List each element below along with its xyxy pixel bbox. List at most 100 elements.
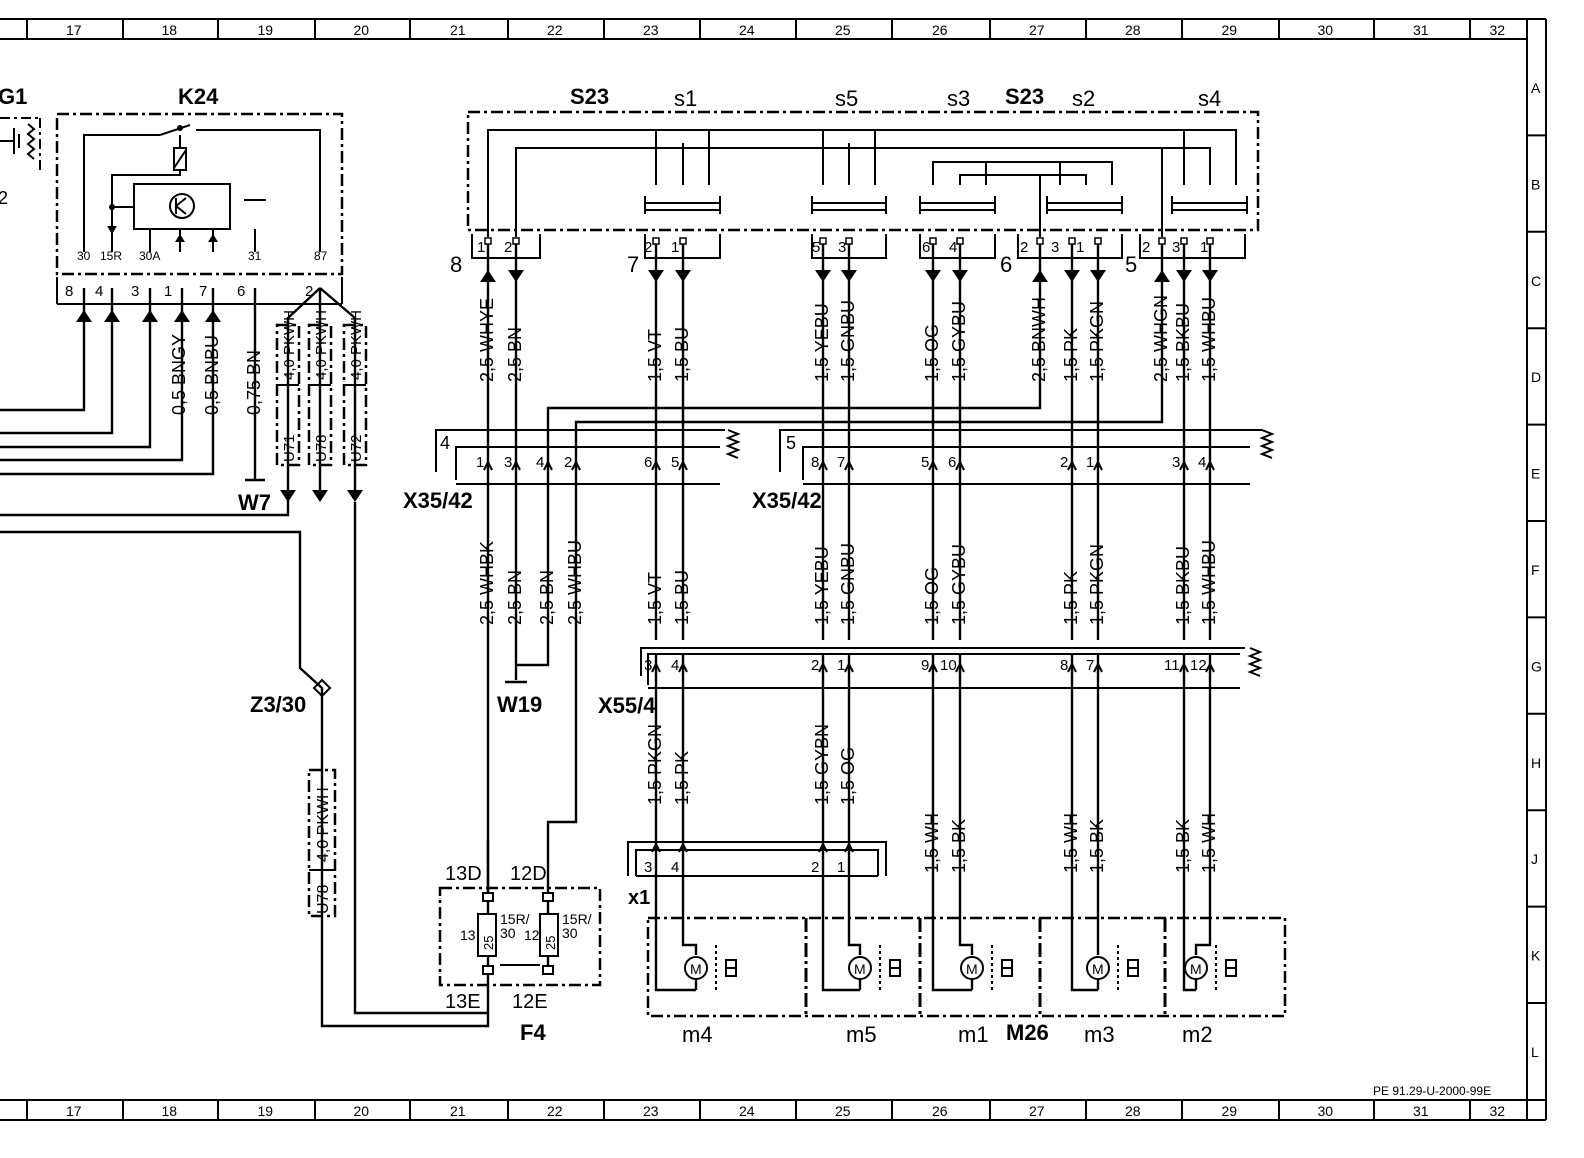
switch-s3: s3 bbox=[947, 86, 970, 111]
shield-u71-wire: 4,0 PKWH bbox=[281, 310, 298, 380]
column-number-20: 20 bbox=[354, 22, 370, 38]
x3542-pin-8: 8 bbox=[811, 454, 819, 471]
x1-pin-4: 4 bbox=[671, 859, 679, 876]
s23-pin-1: 1 bbox=[477, 239, 485, 256]
k24-box bbox=[55, 112, 344, 276]
switch-s1: s1 bbox=[674, 86, 697, 111]
column-number-26-bottom: 26 bbox=[932, 1103, 948, 1119]
column-number-32: 32 bbox=[1490, 22, 1506, 38]
wire-upper-7: 1,5 GYBU bbox=[949, 301, 969, 382]
s23-group-8: 8 bbox=[450, 252, 462, 277]
s23-internal-bus bbox=[487, 129, 1237, 237]
switch-s5: s5 bbox=[835, 86, 858, 111]
row-letter-D: D bbox=[1531, 369, 1541, 385]
wire-upper-5: 1,5 GNBU bbox=[838, 300, 858, 382]
x1-label: x1 bbox=[628, 887, 650, 909]
x3542-a-label: X35/42 bbox=[403, 488, 473, 513]
column-number-30: 30 bbox=[1318, 22, 1334, 38]
column-number-29: 29 bbox=[1222, 22, 1238, 38]
wire-middle-5: 1,5 BU bbox=[672, 570, 692, 625]
m26-label: M26 bbox=[1006, 1020, 1049, 1045]
column-number-18-bottom: 18 bbox=[162, 1103, 178, 1119]
wire-upper-3: 1,5 BU bbox=[672, 327, 692, 382]
fuse-term-30-a: 30 bbox=[500, 925, 516, 941]
wire-upper-10: 1,5 PKGN bbox=[1087, 301, 1107, 382]
w19-label: W19 bbox=[497, 692, 542, 717]
wire-upper-0: 2,5 WHYE bbox=[477, 298, 497, 382]
k24-wire-bn: 0,75 BN bbox=[244, 350, 264, 415]
shielded-wires bbox=[275, 323, 368, 467]
column-number-17: 17 bbox=[66, 22, 82, 38]
wire-upper-12: 1,5 BKBU bbox=[1173, 303, 1193, 382]
column-number-19-bottom: 19 bbox=[258, 1103, 274, 1119]
z330-shield bbox=[307, 768, 337, 918]
fuse-rating-13: 25 bbox=[481, 936, 496, 950]
x554-pin-10: 10 bbox=[940, 657, 957, 674]
s23-pin-3: 3 bbox=[1051, 239, 1059, 256]
fuse-side-13: 13 bbox=[460, 927, 476, 943]
wire-middle-11: 1,5 PKGN bbox=[1087, 544, 1107, 625]
column-ticks: 1717181819192020212122222323242425252626… bbox=[26, 19, 1528, 1120]
row-letter-C: C bbox=[1531, 273, 1541, 289]
wire-upper-8: 2,5 BNWH bbox=[1029, 297, 1049, 382]
k24-wire-bnbu: 0,5 BNBU bbox=[202, 335, 222, 415]
x554-pin-8: 8 bbox=[1060, 657, 1068, 674]
x3542-connector-a bbox=[435, 429, 741, 485]
x554-connector bbox=[640, 647, 1263, 689]
wire-lower-0: 1,5 PKGN bbox=[645, 724, 665, 805]
s23-box bbox=[466, 110, 1260, 232]
row-letter-F: F bbox=[1531, 562, 1540, 578]
motor-m2: m2 bbox=[1182, 1022, 1213, 1047]
motor-m-symbol: M bbox=[1190, 961, 1202, 977]
motor-m-symbol: M bbox=[966, 961, 978, 977]
x1-pin-3: 3 bbox=[644, 859, 652, 876]
s23-pin-1: 1 bbox=[1200, 239, 1208, 256]
k24-pin-2: 2 bbox=[305, 283, 313, 300]
wire-upper-13: 1,5 WHBU bbox=[1199, 297, 1219, 382]
x3542-pin-1: 1 bbox=[1086, 454, 1094, 471]
column-number-28: 28 bbox=[1125, 22, 1141, 38]
x554-pin-2: 2 bbox=[811, 657, 819, 674]
fuse-13e: 13E bbox=[445, 991, 481, 1013]
s23-pin-2: 2 bbox=[1142, 239, 1150, 256]
x3542-pin-7: 7 bbox=[837, 454, 845, 471]
row-letter-A: A bbox=[1531, 80, 1541, 96]
s23-pin-3: 3 bbox=[1172, 239, 1180, 256]
k24-internals bbox=[83, 124, 321, 252]
wire-lower-9: 1,5 WH bbox=[1199, 813, 1219, 873]
fuse-feed-wires bbox=[486, 540, 578, 893]
shield-u78: U78 bbox=[313, 434, 330, 462]
z330-connector bbox=[312, 678, 332, 698]
x3542-pin-5: 5 bbox=[921, 454, 929, 471]
w7-label: W7 bbox=[238, 490, 271, 515]
shield-u72-wire: 4,0 PKWH bbox=[348, 310, 365, 380]
column-number-31-bottom: 31 bbox=[1413, 1103, 1429, 1119]
column-number-22: 22 bbox=[547, 22, 563, 38]
row-letter-E: E bbox=[1531, 466, 1540, 482]
column-number-21-bottom: 21 bbox=[450, 1103, 466, 1119]
s23-pin-5: 5 bbox=[812, 239, 820, 256]
x3542-pin-2: 2 bbox=[1060, 454, 1068, 471]
column-number-23: 23 bbox=[643, 22, 659, 38]
z330-wire: 4,0 PKWH bbox=[315, 787, 332, 862]
s23-label: S23 bbox=[570, 84, 609, 109]
wire-upper-2: 1,5 VT bbox=[645, 329, 665, 382]
wire-middle-9: 1,5 GYBU bbox=[949, 544, 969, 625]
column-number-29-bottom: 29 bbox=[1222, 1103, 1238, 1119]
column-number-30-bottom: 30 bbox=[1318, 1103, 1334, 1119]
column-number-25: 25 bbox=[835, 22, 851, 38]
k24-pin-30a: 30A bbox=[139, 249, 160, 263]
column-number-28-bottom: 28 bbox=[1125, 1103, 1141, 1119]
k24-pin-6: 6 bbox=[237, 283, 245, 300]
shield-u78-wire: 4,0 PKWH bbox=[313, 310, 330, 380]
x3542-connector-b bbox=[779, 429, 1275, 485]
x3542-pin-6: 6 bbox=[948, 454, 956, 471]
k24-wires bbox=[0, 287, 363, 517]
wire-upper-4: 1,5 YEBU bbox=[812, 303, 832, 382]
shield-u71: U71 bbox=[281, 434, 298, 462]
s23-pin-2: 2 bbox=[1020, 239, 1028, 256]
